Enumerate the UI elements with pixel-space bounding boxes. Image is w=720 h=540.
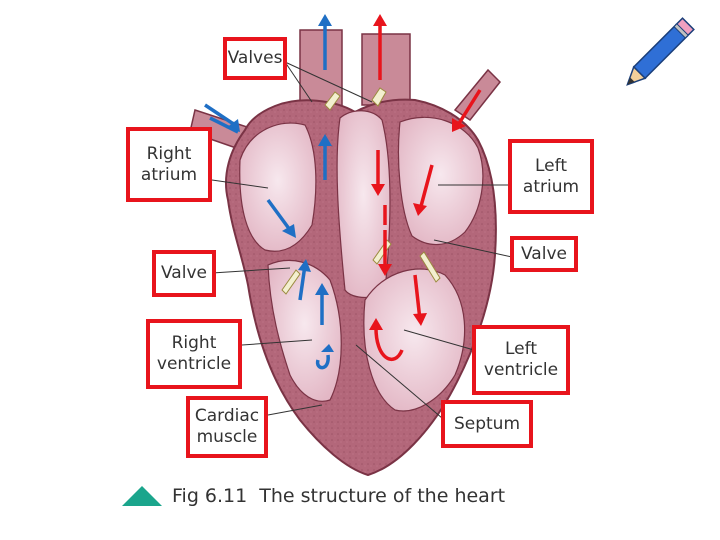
left-ventricle-chamber bbox=[363, 268, 466, 412]
label-septum: Septum bbox=[441, 400, 533, 448]
label-cardiac-muscle: Cardiac muscle bbox=[186, 396, 268, 458]
figure-caption: Fig 6.11 The structure of the heart bbox=[122, 481, 505, 511]
label-valve-right: Valve bbox=[510, 236, 578, 272]
label-left-atrium: Left atrium bbox=[508, 139, 594, 214]
right-atrium-chamber bbox=[239, 122, 317, 252]
left-atrium-chamber bbox=[397, 116, 484, 246]
figure-title: The structure of the heart bbox=[259, 485, 506, 507]
pencil-icon bbox=[626, 17, 695, 86]
red-arrows bbox=[369, 14, 482, 362]
leader-lines bbox=[211, 61, 513, 419]
figure-number: Fig 6.11 bbox=[172, 485, 248, 507]
label-valves: Valves bbox=[223, 37, 287, 80]
label-right-ventricle: Right ventricle bbox=[146, 319, 242, 389]
aorta-vessel bbox=[361, 33, 411, 106]
teal-triangle-icon bbox=[122, 486, 162, 506]
label-right-atrium: Right atrium bbox=[126, 127, 212, 202]
label-left-ventricle: Left ventricle bbox=[472, 325, 570, 395]
blue-arrows bbox=[204, 14, 334, 370]
label-valve-left: Valve bbox=[152, 250, 216, 297]
